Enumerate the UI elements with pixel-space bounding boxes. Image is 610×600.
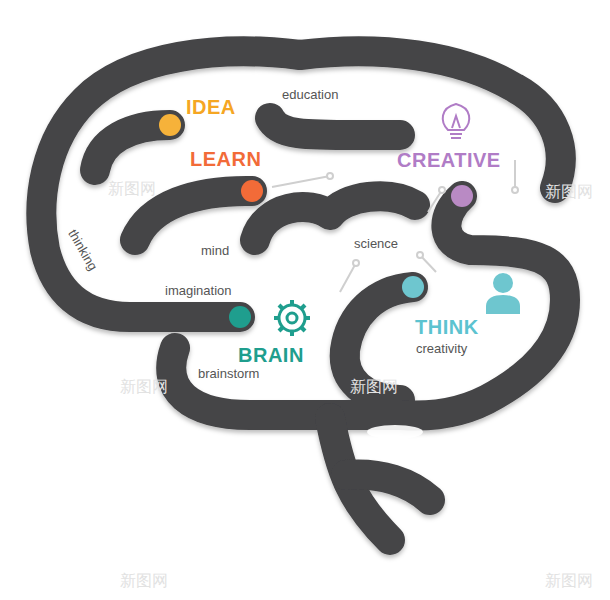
keyword: IDEA [186, 96, 236, 118]
word: education [282, 88, 338, 102]
keyword: BRAIN [238, 344, 304, 366]
watermark: 新图网 [350, 378, 398, 396]
person-icon [486, 273, 520, 314]
gear-icon [274, 300, 310, 336]
watermark: 新图网 [545, 183, 593, 201]
brain-maze [41, 51, 565, 540]
keyword: CREATIVE [397, 149, 501, 171]
word: thinking [65, 227, 100, 273]
word: brainstorm [198, 367, 259, 381]
word: science [354, 237, 398, 251]
word: imagination [165, 284, 232, 298]
word: mind [201, 244, 229, 258]
thin-links [272, 160, 518, 292]
bulb-icon [443, 104, 470, 138]
word: creativity [416, 342, 467, 356]
watermark: 新图网 [545, 572, 593, 590]
watermark: 新图网 [108, 180, 156, 198]
watermark: 新图网 [120, 572, 168, 590]
watermark: 新图网 [120, 378, 168, 396]
keyword: THINK [415, 316, 479, 338]
end-dots [159, 114, 473, 328]
keyword: LEARN [190, 148, 261, 170]
